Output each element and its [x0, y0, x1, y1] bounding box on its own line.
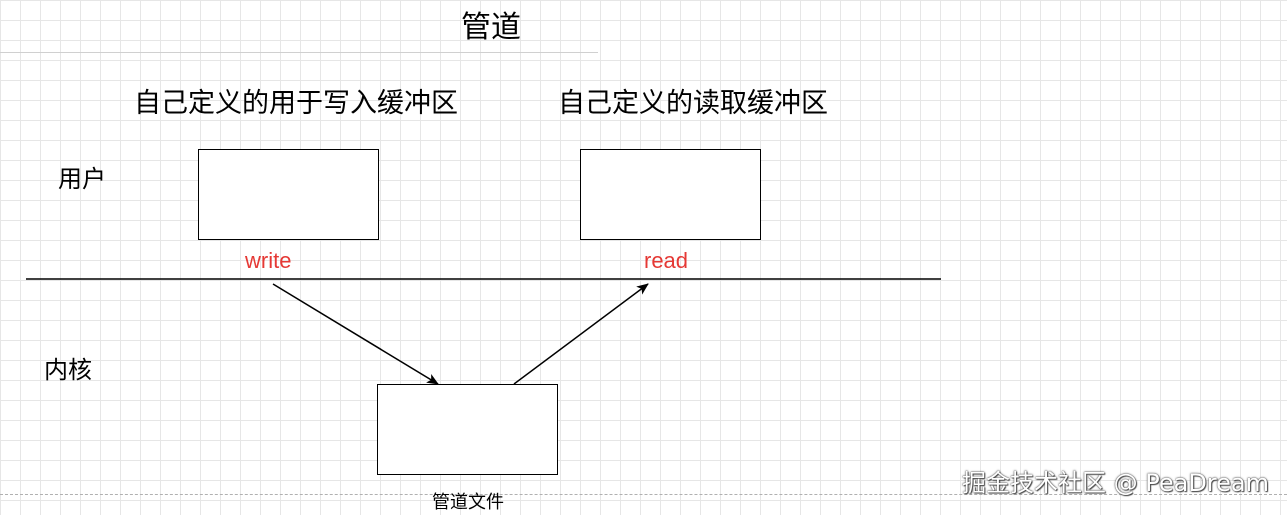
write-buffer-label: 自己定义的用于写入缓冲区	[134, 88, 458, 119]
bottom-guide-line	[0, 494, 1287, 495]
watermark-text: 掘金技术社区 @ PeaDream	[961, 469, 1269, 497]
read-arrow	[513, 283, 649, 385]
write-op-label: write	[245, 248, 292, 273]
kernel-space-label: 内核	[44, 356, 92, 384]
read-buffer-box	[580, 149, 761, 240]
write-arrow	[272, 283, 439, 385]
top-guide-line	[0, 52, 598, 53]
write-buffer-box	[198, 149, 379, 240]
diagram-title: 管道	[461, 10, 521, 45]
pipe-file-label: 管道文件	[432, 492, 504, 513]
user-space-label: 用户	[58, 165, 106, 193]
read-op-label: read	[644, 248, 689, 273]
read-buffer-label: 自己定义的读取缓冲区	[558, 88, 828, 119]
pipe-file-box	[377, 384, 558, 475]
